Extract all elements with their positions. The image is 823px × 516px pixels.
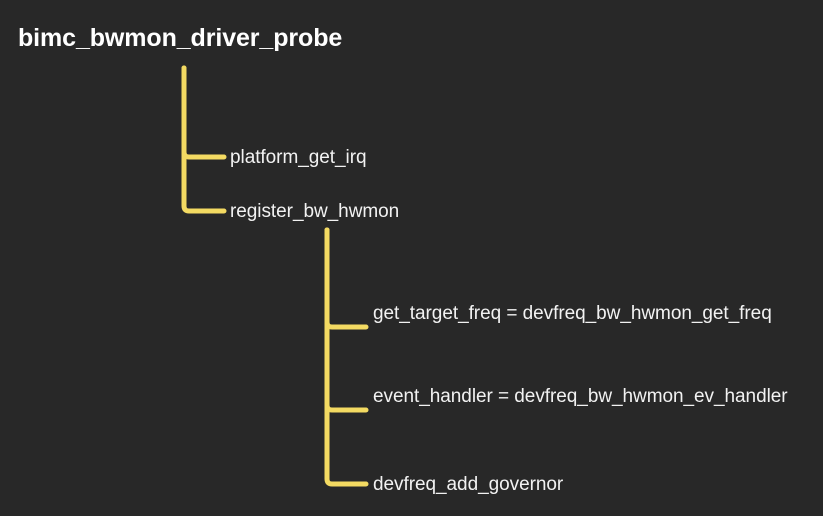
tree-node-register-bw-hwmon: register_bw_hwmon: [230, 201, 400, 222]
tree-node-platform-get-irq: platform_get_irq: [230, 147, 367, 168]
connector-register-to-event-handler: [324, 227, 369, 413]
tree-node-devfreq-add-governor: devfreq_add_governor: [373, 474, 564, 495]
tree-node-event-handler: event_handler = devfreq_bw_hwmon_ev_hand…: [373, 386, 788, 407]
root-node-label: bimc_bwmon_driver_probe: [18, 24, 343, 52]
tree-node-get-target-freq: get_target_freq = devfreq_bw_hwmon_get_f…: [373, 303, 772, 324]
connector-register-to-devfreq-add-governor: [324, 227, 369, 487]
connector-root-to-platform-get-irq: [181, 65, 227, 160]
connector-register-to-get-target-freq: [324, 227, 369, 330]
connector-root-to-register-bw-hwmon: [181, 65, 227, 214]
